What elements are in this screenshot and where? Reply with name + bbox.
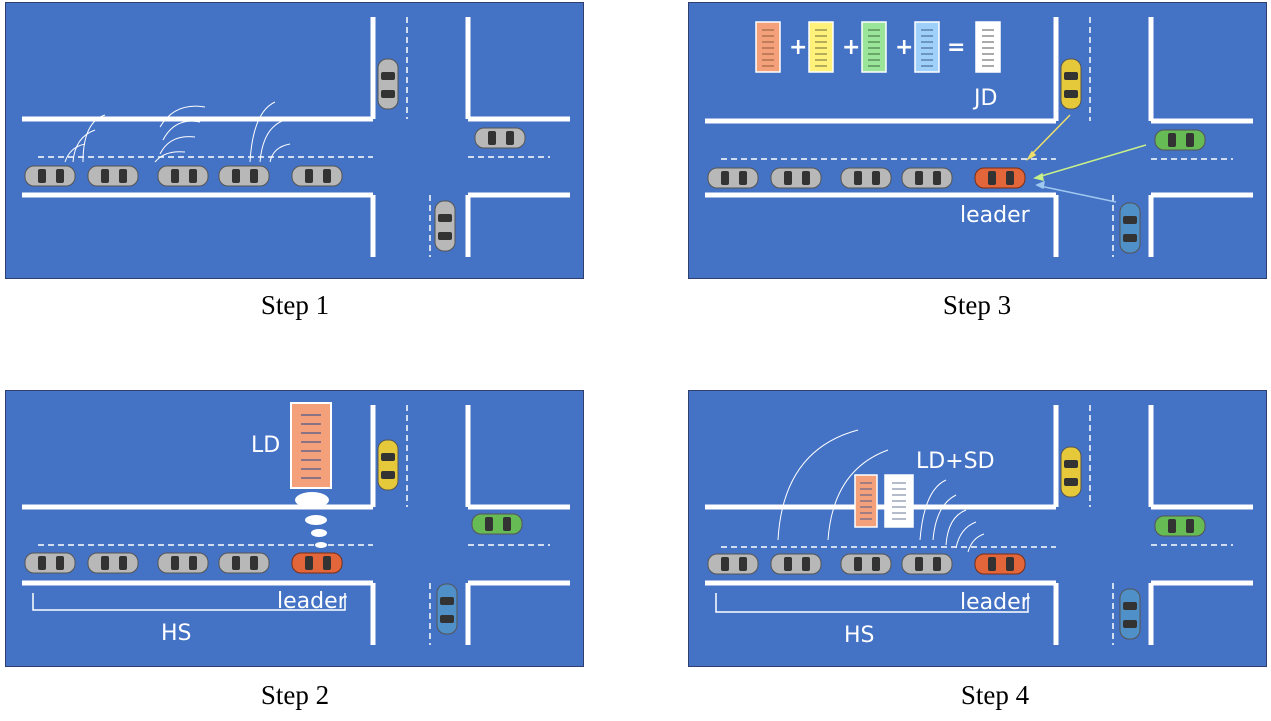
road-lines: [22, 405, 570, 645]
hs-bracket: [32, 593, 346, 611]
doc-yellow: [808, 21, 834, 73]
road-lines: [22, 17, 570, 257]
doc-green: [861, 21, 887, 73]
plus-sign: +: [842, 35, 860, 60]
car-green: [1154, 515, 1206, 537]
caption-step-3: Step 3: [942, 290, 1012, 320]
car-silver: [87, 165, 139, 187]
road-lines: [705, 17, 1253, 257]
car-silver: [840, 167, 892, 189]
car-green: [471, 513, 523, 535]
joint-doc-label: JD: [972, 86, 997, 111]
car-silver: [707, 553, 759, 575]
group-label-hs: HS: [844, 623, 875, 648]
road-lines: [705, 405, 1253, 645]
car-leader: [974, 553, 1026, 575]
car-silver: [87, 552, 139, 574]
panel-step-2: LD leader HS: [5, 390, 584, 667]
car-blue-vertical: [1119, 588, 1141, 640]
car-silver: [291, 165, 343, 187]
signal-waves: [64, 101, 291, 163]
car-blue-vertical: [1119, 202, 1141, 254]
panel-step-3: + + + = JD leader: [688, 2, 1267, 279]
hs-bracket: [715, 593, 1029, 613]
car-silver: [901, 167, 953, 189]
leader-label: leader: [960, 590, 1031, 615]
panel-step-2-scene: LD leader HS: [5, 390, 584, 667]
car-silver-vertical: [434, 200, 456, 252]
doc-orange: [854, 474, 878, 528]
panel-step-4: LD+SD leader HS: [688, 390, 1267, 667]
car-silver: [707, 167, 759, 189]
thought-bubbles: [295, 492, 329, 548]
car-silver: [24, 165, 76, 187]
doc-orange: [755, 21, 781, 73]
caption-step-1: Step 1: [260, 290, 330, 320]
car-silver: [770, 553, 822, 575]
group-label-hs: HS: [161, 621, 192, 646]
caption-step-2: Step 2: [260, 680, 330, 710]
doc-white: [884, 474, 914, 528]
car-green: [1154, 129, 1206, 151]
car-silver: [24, 552, 76, 574]
car-silver: [218, 552, 270, 574]
panel-step-3-scene: + + + = JD leader: [688, 2, 1267, 279]
doc-blue: [914, 21, 940, 73]
doc-orange-large: [290, 402, 332, 489]
panel-step-1: [5, 2, 584, 279]
car-silver: [770, 167, 822, 189]
car-yellow-vertical: [1060, 58, 1082, 110]
car-silver: [901, 553, 953, 575]
car-blue-vertical: [436, 583, 458, 635]
leader-label: leader: [960, 203, 1031, 228]
car-leader: [291, 552, 343, 574]
doc-white: [975, 21, 1001, 73]
car-yellow-vertical: [1060, 446, 1082, 498]
equals-sign: =: [947, 35, 965, 60]
plus-sign: +: [895, 35, 913, 60]
caption-step-4: Step 4: [960, 680, 1030, 710]
car-yellow-vertical: [377, 439, 399, 491]
arrows: [1025, 114, 1147, 203]
car-silver-vertical: [377, 58, 399, 110]
signal-waves: [777, 429, 985, 553]
car-silver: [840, 553, 892, 575]
panel-step-1-scene: [5, 2, 584, 279]
car-silver: [157, 552, 209, 574]
doc-label-ld-sd: LD+SD: [916, 449, 995, 474]
doc-label-ld: LD: [251, 433, 280, 458]
car-silver: [218, 165, 270, 187]
car-silver: [157, 165, 209, 187]
car-silver: [474, 127, 526, 149]
panel-step-4-scene: LD+SD leader HS: [688, 390, 1267, 667]
car-leader: [974, 167, 1026, 189]
plus-sign: +: [789, 35, 807, 60]
